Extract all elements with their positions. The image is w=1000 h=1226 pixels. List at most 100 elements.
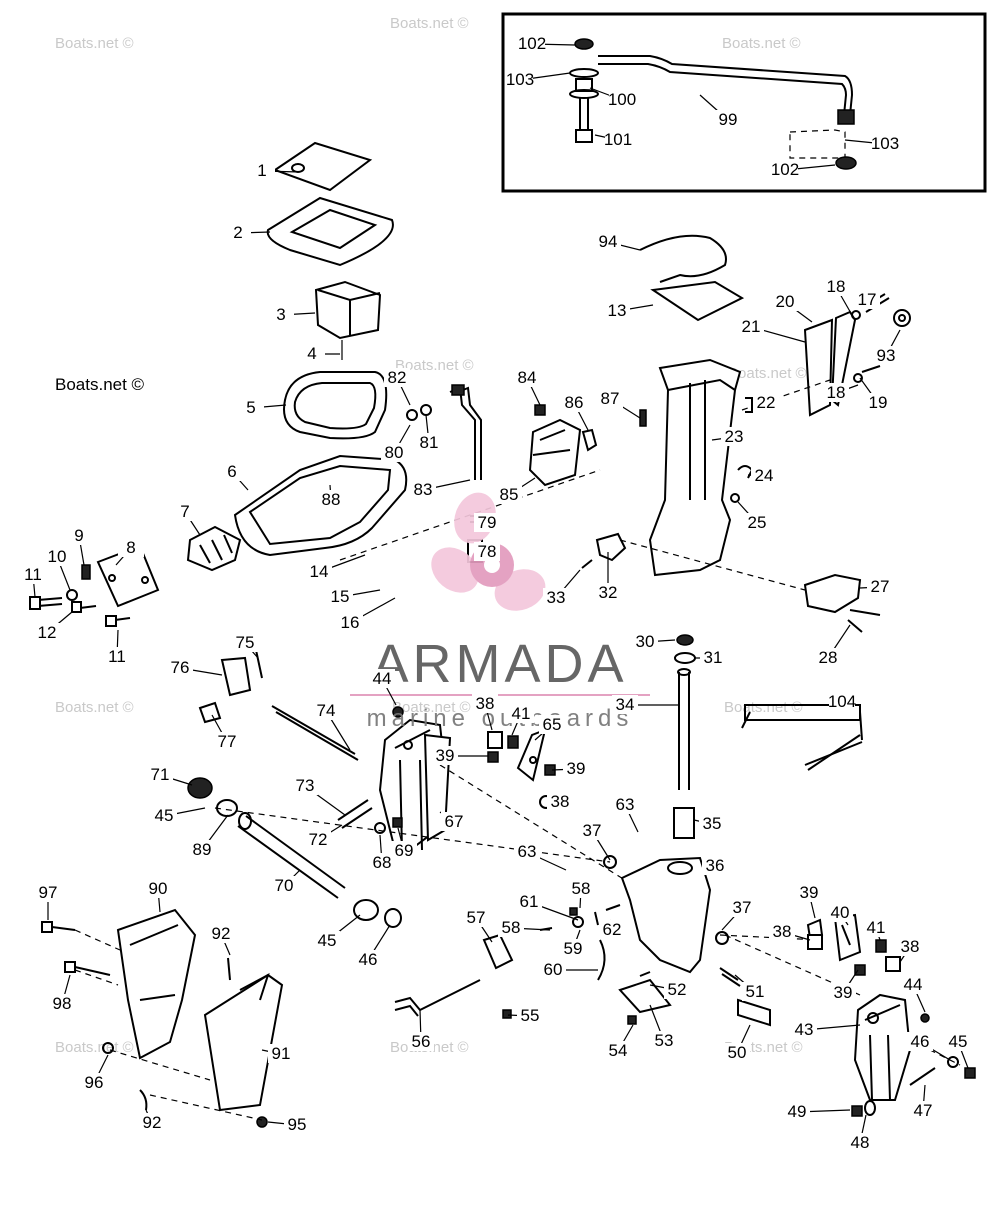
callout-label: 23 bbox=[725, 427, 744, 446]
callout-label: 95 bbox=[288, 1115, 307, 1134]
callout-label: 5 bbox=[246, 398, 255, 417]
callout-label-bg bbox=[791, 1020, 817, 1039]
callout-label-bg bbox=[815, 648, 841, 667]
callout-label: 6 bbox=[227, 462, 236, 481]
callout-label-bg bbox=[408, 1032, 434, 1051]
callout-label: 56 bbox=[412, 1032, 431, 1051]
steering-link-rod bbox=[569, 38, 857, 170]
callout-label-bg bbox=[432, 746, 458, 765]
callout-label: 76 bbox=[171, 658, 190, 677]
callout-label: 47 bbox=[914, 1101, 933, 1120]
callout-label-bg bbox=[829, 692, 855, 711]
callout-label-bg bbox=[225, 223, 251, 242]
callout-label: 39 bbox=[800, 883, 819, 902]
watermark-layer: Boats.net © Boats.net © Boats.net © Boat… bbox=[55, 15, 807, 1056]
callout-label-bg bbox=[410, 480, 436, 499]
callout-label: 100 bbox=[608, 90, 636, 109]
callout-label-bg bbox=[605, 130, 631, 149]
callout-label-bg bbox=[384, 368, 410, 387]
callout-label-bg bbox=[900, 975, 926, 994]
callout-label-bg bbox=[827, 903, 853, 922]
callout-label-bg bbox=[496, 485, 522, 504]
callout-label-bg bbox=[268, 1044, 294, 1063]
callout-label: 7 bbox=[180, 502, 189, 521]
watermark: Boats.net © bbox=[728, 365, 807, 382]
callout-label-bg bbox=[605, 1041, 631, 1060]
callout-label-bg bbox=[664, 980, 690, 999]
callout-label-bg bbox=[508, 704, 534, 723]
callout-label-bg bbox=[742, 982, 768, 1001]
callout-label-bg bbox=[514, 842, 540, 861]
callout-label: 69 bbox=[395, 841, 414, 860]
callout-label: 39 bbox=[436, 746, 455, 765]
callout-label-bg bbox=[147, 765, 173, 784]
callout-label-bg bbox=[700, 648, 726, 667]
callout-label-bg bbox=[507, 70, 533, 89]
callout-label: 46 bbox=[911, 1032, 930, 1051]
callout-label-bg bbox=[863, 918, 889, 937]
armada-logo: ARMADA marine outboards bbox=[350, 492, 650, 732]
callout-label: 8 bbox=[126, 538, 135, 557]
callout-label-bg bbox=[539, 715, 565, 734]
callout-label: 68 bbox=[373, 853, 392, 872]
callout-label-bg bbox=[612, 795, 638, 814]
callout-label-bg bbox=[268, 305, 294, 324]
callout-label: 4 bbox=[307, 344, 316, 363]
callout-label: 21 bbox=[742, 317, 761, 336]
callout-label-bg bbox=[49, 994, 75, 1013]
callout-label: 92 bbox=[143, 1113, 162, 1132]
callout-label: 67 bbox=[445, 812, 464, 831]
callout-label-bg bbox=[214, 732, 240, 751]
callout-label: 38 bbox=[901, 937, 920, 956]
callout-label: 83 bbox=[414, 480, 433, 499]
callout-label: 90 bbox=[149, 879, 168, 898]
callout-label: 38 bbox=[773, 922, 792, 941]
callout-label: 99 bbox=[719, 110, 738, 129]
callout-label-bg bbox=[35, 883, 61, 902]
callout-label-bg bbox=[865, 393, 891, 412]
callout-label-bg bbox=[238, 398, 264, 417]
callout-label: 31 bbox=[704, 648, 723, 667]
watermark: Boats.net © bbox=[395, 357, 474, 374]
callout-label: 17 bbox=[858, 290, 877, 309]
callout-label: 63 bbox=[518, 842, 537, 861]
callout-label: 20 bbox=[776, 292, 795, 311]
callout-label: 9 bbox=[74, 526, 83, 545]
callout-label: 30 bbox=[636, 632, 655, 651]
callout-label-bg bbox=[547, 792, 573, 811]
watermark: Boats.net © bbox=[55, 35, 134, 52]
callout-label: 36 bbox=[706, 856, 725, 875]
callout-label-bg bbox=[472, 694, 498, 713]
callout-label: 103 bbox=[871, 134, 899, 153]
callout-label-bg bbox=[517, 1006, 543, 1025]
callout-label-bg bbox=[897, 937, 923, 956]
callout-label: 14 bbox=[310, 562, 329, 581]
callout-label-bg bbox=[721, 427, 747, 446]
callout-label-bg bbox=[219, 462, 245, 481]
callout-label: 43 bbox=[795, 1020, 814, 1039]
callout-label-bg bbox=[699, 814, 725, 833]
callout-label-bg bbox=[20, 565, 46, 584]
callout-label-bg bbox=[151, 806, 177, 825]
callout-label: 12 bbox=[38, 623, 57, 642]
callout-label: 3 bbox=[276, 305, 285, 324]
callout-label-bg bbox=[44, 547, 70, 566]
inset-frame bbox=[501, 12, 987, 193]
callout-label: 65 bbox=[543, 715, 562, 734]
callout-label-bg bbox=[391, 841, 417, 860]
callout-label-bg bbox=[118, 538, 144, 557]
callout-label: 71 bbox=[151, 765, 170, 784]
callout-label: 92 bbox=[212, 924, 231, 943]
callout-label-bg bbox=[369, 853, 395, 872]
callout-label: 74 bbox=[317, 701, 336, 720]
callout-label-bg bbox=[381, 443, 407, 462]
callout-label: 24 bbox=[755, 466, 774, 485]
callout-label-bg bbox=[474, 542, 500, 561]
callout-label: 34 bbox=[616, 695, 635, 714]
callout-label-bg bbox=[945, 1032, 971, 1051]
callout-label: 33 bbox=[547, 588, 566, 607]
callout-label: 54 bbox=[609, 1041, 628, 1060]
callout-label-bg bbox=[318, 490, 344, 509]
callout-label: 11 bbox=[108, 647, 126, 666]
